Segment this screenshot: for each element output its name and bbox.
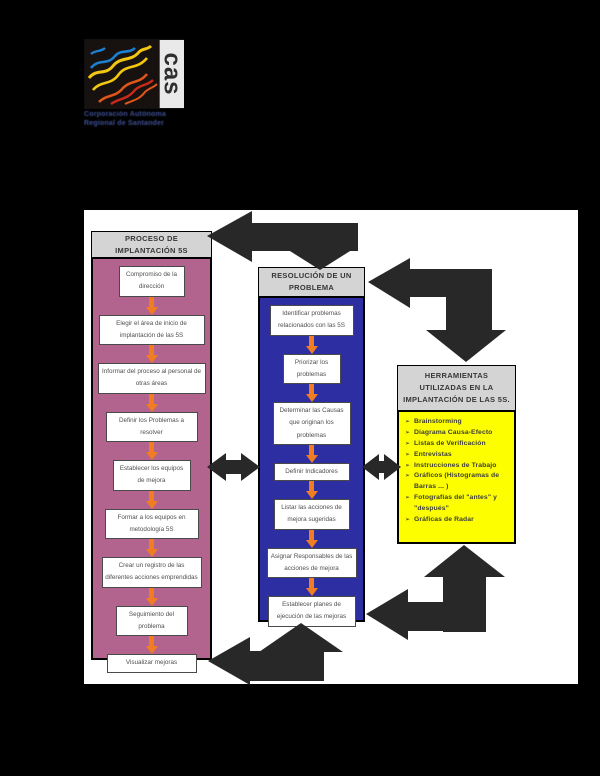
arrow-bullet-icon: ➢ [405,419,411,425]
arrow-bullet-icon: ➢ [405,429,411,436]
process-step: Formar a los equipos en metodología 5S [104,508,199,540]
cas-wordmark-strip: cas [159,40,187,108]
resolution-steps: Identificar problemas relacionados con l… [258,296,365,627]
process-step: Visualizar mejoras [106,654,197,673]
tool-item: ➢Diagrama Causa-Efecto [405,428,511,439]
cas-logo: cas [84,39,187,109]
resolution-step: Definir Indicadores [273,462,350,482]
tool-item: ➢Entrevistas [405,450,511,461]
tool-label: Fotografías del "antes" y "después" [414,494,498,512]
process-connector-arrow-icon [149,539,154,550]
arrow-bullet-icon: ➢ [405,495,411,502]
process-connector-arrow-icon [149,393,154,404]
tools-column-header: HERRAMIENTAS UTILIZADAS EN LA IMPLANTACI… [397,365,516,411]
tool-label: Diagrama Causa-Efecto [414,428,493,436]
process-step: Informar del proceso al personal de otra… [97,363,206,394]
process-connector-arrow-icon [149,490,154,501]
resolution-connector-arrow-icon [309,578,314,589]
process-step: Elegir el área de inicio de implantación… [98,314,205,346]
process-step: Crear un registro de las diferentes acci… [101,557,202,588]
resolution-connector-arrow-icon [309,444,314,455]
arrow-bullet-icon: ➢ [405,462,411,469]
process-step: Seguimiento del problema [115,605,188,637]
arrow-bullet-icon: ➢ [405,473,411,480]
cas-logo-squiggles-icon [85,40,159,108]
arrow-bullet-icon: ➢ [405,451,411,458]
resolution-step: Priorizar los problemas [282,353,341,385]
process-step: Establecer los equipos de mejora [112,460,191,491]
logo-caption-line1: Corporación Autónoma [84,111,166,118]
tool-item: ➢Fotografías del "antes" y "después" [405,493,511,515]
process-connector-arrow-icon [149,442,154,453]
process-connector-arrow-icon [149,636,154,647]
tool-label: Listas de Verificación [414,439,486,447]
tool-item: ➢Listas de Verificación [405,439,511,450]
resolution-column-header: RESOLUCIÓN DE UN PROBLEMA [258,267,365,297]
process-connector-arrow-icon [149,296,154,307]
cas-logo-art [85,40,159,108]
resolution-step: Listar las acciones de mejora sugeridas [273,499,350,530]
resolution-connector-arrow-icon [309,529,314,540]
tool-item: ➢Gráficos (Histogramas de Barras ... ) [405,471,511,493]
tool-label: Entrevistas [414,450,452,458]
resolution-connector-arrow-icon [309,335,314,346]
tool-item: ➢Instrucciones de Trabajo [405,461,511,472]
resolution-connector-arrow-icon [309,481,314,492]
cas-wordmark: cas [159,52,187,96]
logo-caption: Corporación Autónoma Regional de Santand… [84,110,194,129]
tool-label: Instrucciones de Trabajo [414,461,497,469]
process-column-header: PROCESO DE IMPLANTACIÓN 5S [91,231,212,258]
resolution-step: Determinar las Causas que originan los p… [272,402,351,445]
tool-label: Brainstorming [414,418,462,425]
resolution-connector-arrow-icon [309,384,314,395]
tool-item: ➢Gráficas de Radar [405,515,511,526]
arrow-bullet-icon: ➢ [405,516,411,523]
process-step: Definir los Problemas a resolver [105,411,198,443]
tool-item: ➢Brainstorming [405,417,511,428]
arrow-bullet-icon: ➢ [405,440,411,447]
resolution-step: Establecer planes de ejecución de las me… [267,596,356,627]
process-step: Compromiso de la dirección [118,266,185,297]
resolution-step: Asignar Responsables de las acciones de … [266,547,357,579]
tool-label: Gráficos (Histogramas de Barras ... ) [414,472,500,491]
process-connector-arrow-icon [149,345,154,356]
logo-caption-line2: Regional de Santander [84,120,165,128]
tool-label: Gráficas de Radar [414,515,474,523]
resolution-step: Identificar problemas relacionados con l… [269,305,354,336]
process-connector-arrow-icon [149,587,154,598]
tools-list: ➢Brainstorming➢Diagrama Causa-Efecto➢Lis… [397,410,516,544]
